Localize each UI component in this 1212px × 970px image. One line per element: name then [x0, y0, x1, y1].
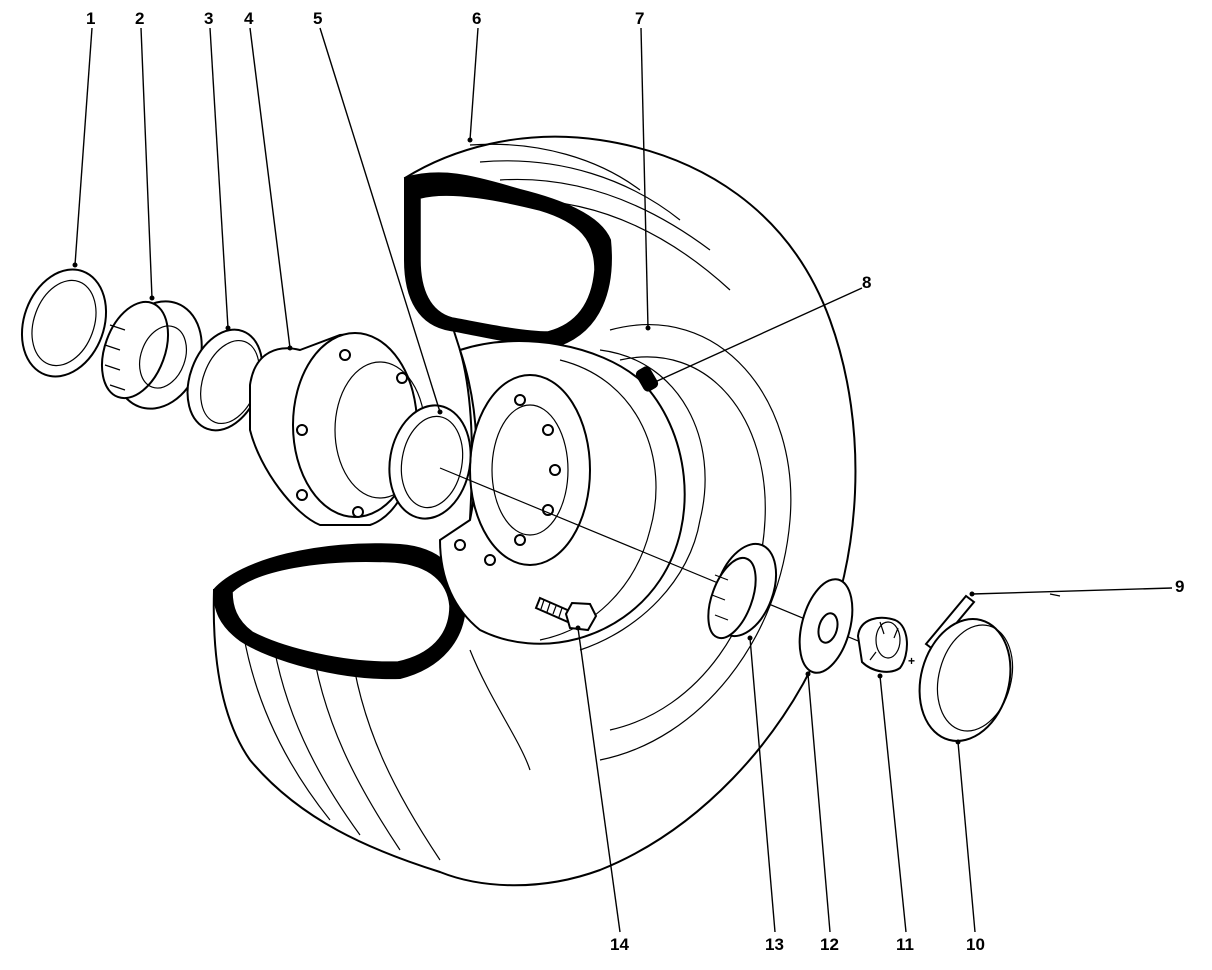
leader-lines	[72, 27, 1173, 933]
outer-bearing	[707, 542, 778, 640]
callout-4: 4	[244, 9, 254, 28]
callout-numbers: 1 2 3 4 5 6 7 8 9 10 11 12 13 14	[86, 9, 1184, 954]
outer-bearing-cup	[388, 404, 472, 520]
callout-5: 5	[313, 9, 322, 28]
hub	[249, 332, 426, 526]
callout-13: 13	[765, 935, 784, 954]
callout-14: 14	[610, 935, 629, 954]
wheel-bolt	[534, 596, 598, 632]
callout-2: 2	[135, 9, 144, 28]
castle-nut	[856, 616, 908, 673]
callout-11: 11	[896, 935, 914, 954]
callout-1: 1	[86, 9, 95, 28]
callout-8: 8	[862, 273, 871, 292]
hub-cap	[918, 618, 1014, 742]
svg-text:+: +	[908, 654, 915, 668]
callout-3: 3	[204, 9, 213, 28]
inner-bearing	[101, 300, 203, 410]
callout-10: 10	[966, 935, 985, 954]
callout-9: 9	[1175, 577, 1184, 596]
washer	[798, 578, 854, 674]
callout-6: 6	[472, 9, 481, 28]
oil-seal	[20, 268, 108, 378]
callout-7: 7	[635, 9, 644, 28]
tire-valve	[635, 366, 659, 392]
callout-12: 12	[820, 935, 839, 954]
